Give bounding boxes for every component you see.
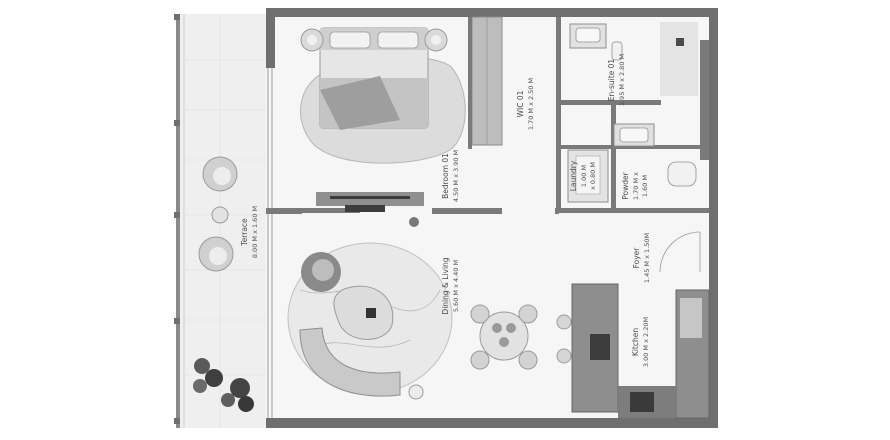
- terrace-plants: [193, 358, 254, 412]
- terrace-area: [174, 14, 266, 428]
- shower-area: [660, 22, 698, 96]
- coffee-table: [333, 285, 394, 340]
- sofa: [299, 327, 401, 397]
- outer-walls: [266, 8, 718, 428]
- ensuite-toilet: [611, 41, 623, 61]
- bedroom-label: Bedroom 01: [441, 153, 450, 199]
- nightstand-right: [424, 28, 448, 52]
- terrace-lounge-chair-bottom: [198, 236, 234, 272]
- foyer-label: Foyer: [632, 247, 641, 269]
- ensuite-dims: 1.95 M x 2.80 M: [618, 54, 626, 106]
- armchair: [301, 252, 341, 292]
- dining-table: [479, 311, 529, 361]
- ensuite-label: En-suite 01: [607, 59, 616, 102]
- dining-chairs: [470, 304, 538, 370]
- wic-dims: 1.70 M x 2.50 M: [527, 78, 535, 130]
- laundry-dims-line2: x 0.80 M: [589, 162, 597, 190]
- entrance-door: [659, 231, 701, 273]
- wardrobe: [471, 16, 503, 146]
- powder-dims-line2: 1.60 M: [641, 175, 649, 197]
- foyer-dims: 1.45 M x 1.50M: [643, 233, 651, 283]
- laundry-machine: [567, 149, 609, 203]
- kitchen-back-counter: [618, 386, 676, 418]
- dining-living-label: Dining & Living: [441, 257, 450, 314]
- bedroom-dims: 4.50 M x 3.90 M: [452, 150, 460, 202]
- terrace-label: Terrace: [240, 218, 249, 247]
- kitchen-dims: 3.00 M x 2.20M: [642, 317, 650, 367]
- powder-toilet: [667, 161, 697, 187]
- ensuite-vanity: [569, 23, 607, 49]
- terrace-lounge-chair-top: [202, 156, 238, 192]
- dining-living-dims: 5.60 M x 4.40 M: [452, 260, 460, 312]
- powder-dims-line1: 1.70 M x: [632, 172, 640, 200]
- terrace-side-table: [211, 206, 229, 224]
- wic-partition: [468, 17, 472, 149]
- powder-label: Powder: [621, 171, 630, 199]
- nightstand-left: [300, 28, 324, 52]
- powder-sink: [613, 123, 655, 147]
- floor-lamp: [408, 384, 424, 400]
- wic-label: WIC 01: [516, 90, 525, 117]
- interior-walls: [266, 17, 709, 214]
- laundry-dims-line1: 1.00 M: [580, 165, 588, 187]
- kitchen-label: Kitchen: [631, 328, 640, 356]
- window-glazing: [267, 68, 273, 418]
- kitchen-island: [571, 283, 619, 413]
- bed: [319, 27, 429, 130]
- laundry-label: Laundry: [569, 160, 578, 191]
- tv-console: [316, 192, 424, 227]
- kitchen-counter: [675, 289, 710, 419]
- bar-stools: [556, 314, 572, 364]
- terrace-dims: 8.00 M x 1.60 M: [251, 206, 259, 258]
